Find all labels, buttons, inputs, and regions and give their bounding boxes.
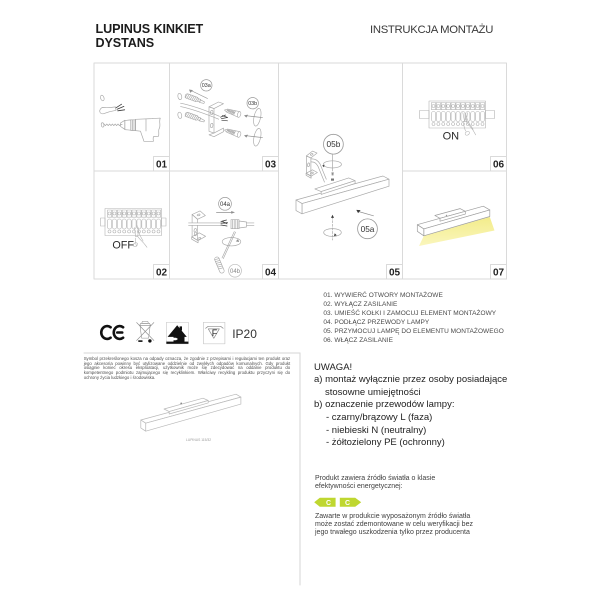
svg-text:04: 04 <box>265 268 277 279</box>
svg-text:04b: 04b <box>230 269 241 275</box>
svg-text:05: 05 <box>389 268 401 279</box>
svg-text:02: 02 <box>156 268 168 279</box>
svg-text:ON: ON <box>443 130 460 142</box>
svg-text:C: C <box>345 500 350 507</box>
svg-text:05b: 05b <box>326 139 340 149</box>
svg-text:01: 01 <box>156 160 168 171</box>
svg-text:F: F <box>212 328 218 338</box>
svg-text:03b: 03b <box>248 101 257 107</box>
svg-text:IP20: IP20 <box>232 327 257 341</box>
svg-text:03: 03 <box>265 160 277 171</box>
svg-text:04a: 04a <box>220 202 231 208</box>
svg-text:05a: 05a <box>361 224 375 234</box>
svg-text:07: 07 <box>493 268 505 279</box>
svg-text:OFF: OFF <box>112 240 134 252</box>
svg-text:C: C <box>326 500 331 507</box>
svg-text:03a: 03a <box>202 83 211 89</box>
svg-text:06: 06 <box>493 160 505 171</box>
